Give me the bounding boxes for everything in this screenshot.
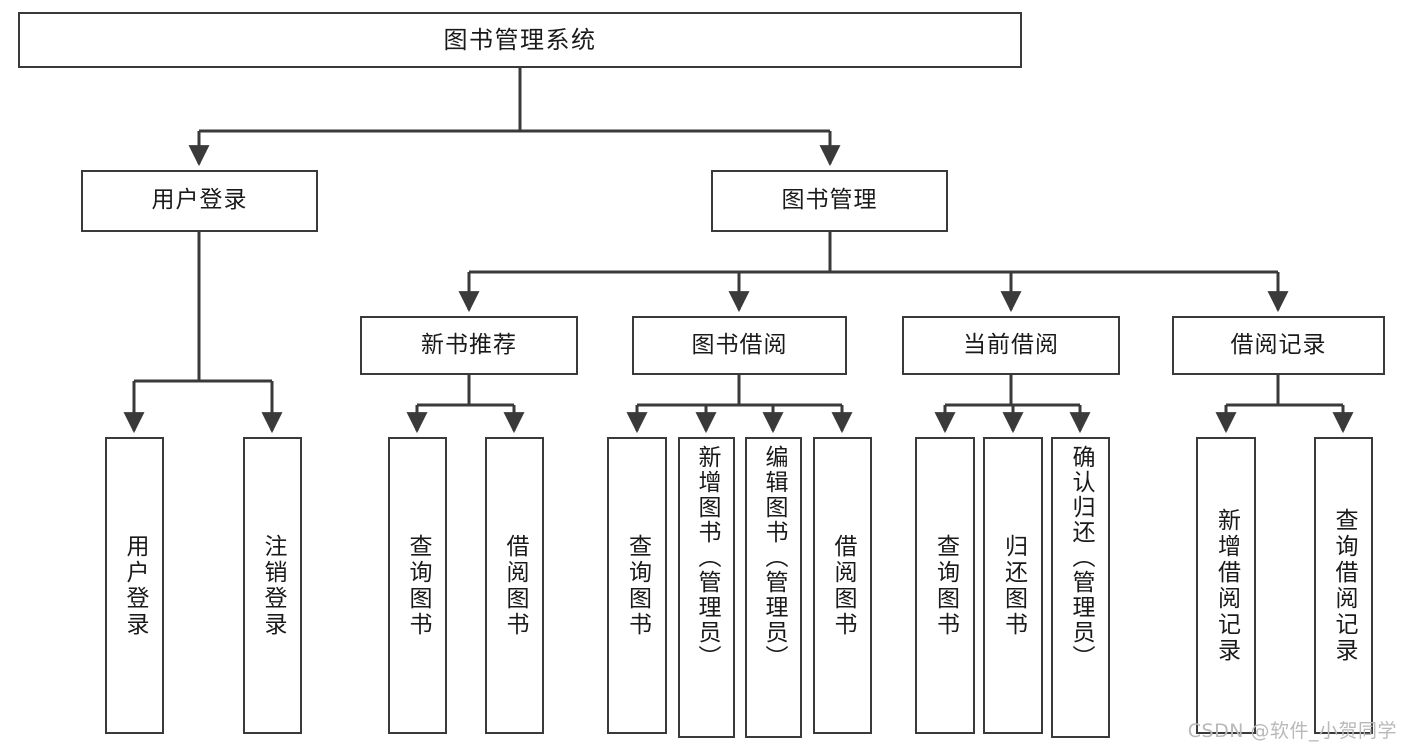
leaf-add-book-admin[interactable]: 新增图书（管理员） [678,437,735,738]
node-label: 用户登录 [122,533,148,638]
node-label: 编辑图书（管理员） [761,445,787,670]
node-user-login[interactable]: 用户登录 [81,170,318,232]
node-label: 借阅记录 [1230,331,1327,358]
node-label: 图书管理 [781,187,878,214]
node-label: 确认归还（管理员） [1068,445,1094,670]
node-label: 查询图书 [405,533,431,638]
leaf-query-book-borrow[interactable]: 查询图书 [607,437,667,734]
leaf-add-borrow-record[interactable]: 新增借阅记录 [1196,437,1256,734]
node-book-borrow[interactable]: 图书借阅 [632,316,847,375]
node-label: 查询图书 [932,533,959,638]
node-label: 新书推荐 [421,331,517,358]
leaf-edit-book-admin[interactable]: 编辑图书（管理员） [745,437,802,738]
leaf-borrow-book-borrow[interactable]: 借阅图书 [813,437,872,734]
leaf-query-book-current[interactable]: 查询图书 [915,437,975,734]
leaf-return-book[interactable]: 归还图书 [983,437,1043,734]
csdn-watermark: CSDN @软件_小贺同学 [1187,720,1397,742]
node-label: 借阅图书 [830,533,856,638]
node-label: 当前借阅 [963,331,1059,358]
leaf-user-login[interactable]: 用户登录 [105,437,164,734]
node-root-library-system[interactable]: 图书管理系统 [18,12,1022,68]
leaf-user-logout[interactable]: 注销登录 [243,437,302,734]
node-current-borrow[interactable]: 当前借阅 [902,316,1120,375]
node-label: 图书借阅 [691,331,788,358]
node-new-book-recommend[interactable]: 新书推荐 [360,316,578,375]
node-label: 图书管理系统 [443,25,597,54]
node-book-management[interactable]: 图书管理 [711,170,948,232]
node-label: 新增借阅记录 [1213,507,1240,664]
node-label: 新增图书（管理员） [694,445,720,670]
leaf-borrow-book-recommend[interactable]: 借阅图书 [485,437,544,734]
node-label: 借阅图书 [502,533,528,638]
leaf-query-book-recommend[interactable]: 查询图书 [388,437,447,734]
node-label: 注销登录 [260,533,286,638]
leaf-query-borrow-record[interactable]: 查询借阅记录 [1314,437,1373,734]
node-label: 查询借阅记录 [1331,507,1357,664]
node-label: 用户登录 [151,187,248,214]
node-label: 查询图书 [624,533,651,638]
leaf-confirm-return-admin[interactable]: 确认归还（管理员） [1051,437,1110,738]
node-label: 归还图书 [1000,533,1027,638]
node-borrow-record[interactable]: 借阅记录 [1172,316,1385,375]
